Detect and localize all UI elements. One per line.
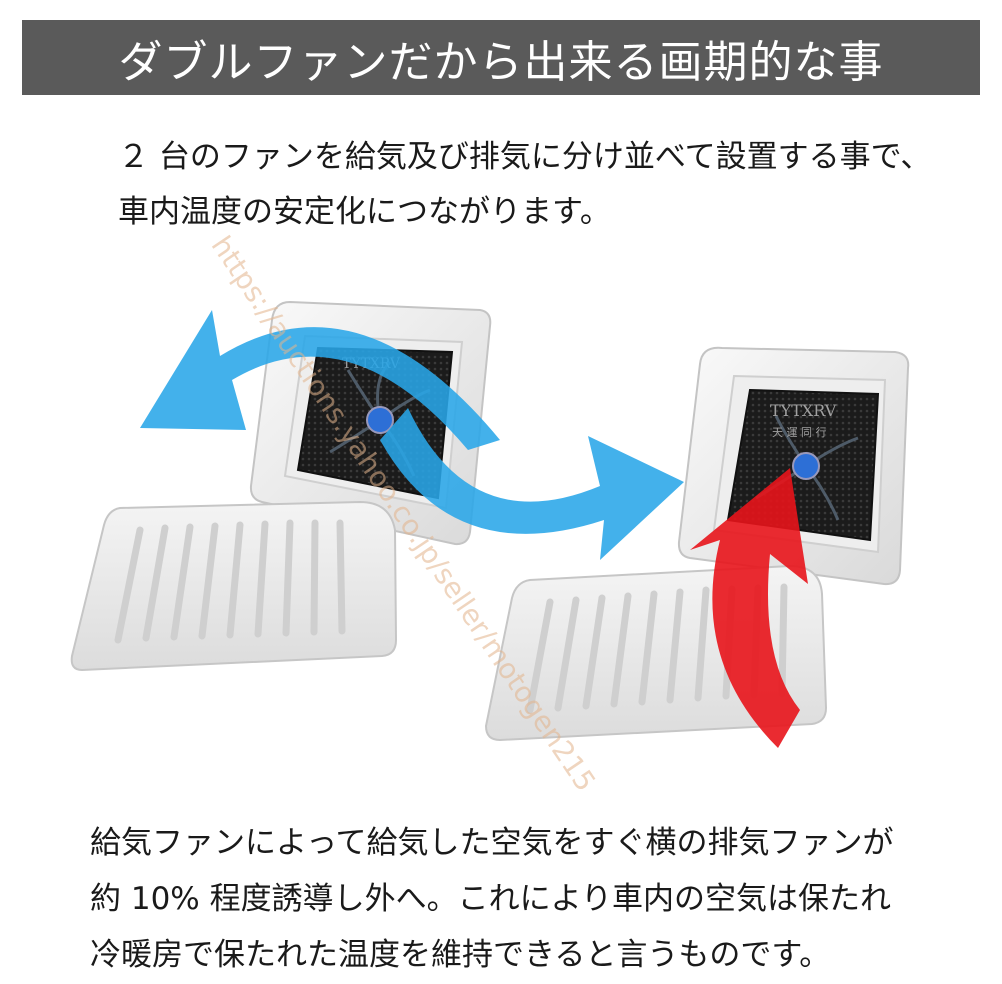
blue-flow-arrow-right bbox=[380, 408, 684, 560]
body-line-2: 約 10% 程度誘導し外へ。これにより車内の空気は保たれ bbox=[90, 881, 891, 917]
right-fan-brand-sub: 天 運 同 行 bbox=[772, 426, 827, 439]
left-vent-grill bbox=[70, 500, 398, 672]
blue-flow-arrow bbox=[140, 310, 500, 450]
right-fan-brand: TYTXRV bbox=[770, 401, 837, 420]
body-line-1: 給気ファンによって給気した空気をすぐ横の排気ファンが bbox=[90, 825, 894, 861]
intro-line-1: ２ 台のファンを給気及び排気に分け並べて設置する事で、 bbox=[118, 139, 932, 175]
intro-line-2: 車内温度の安定化につながります。 bbox=[118, 194, 611, 230]
title-banner: ダブルファンだから出来る画期的な事 bbox=[22, 20, 980, 95]
intro-paragraph: ２ 台のファンを給気及び排気に分け並べて設置する事で、 車内温度の安定化につなが… bbox=[118, 130, 958, 240]
body-paragraph: 給気ファンによって給気した空気をすぐ横の排気ファンが 約 10% 程度誘導し外へ… bbox=[90, 815, 970, 983]
dual-fan-illustration: TYTXRV TYTXRV 天 運 同 行 bbox=[70, 300, 910, 748]
body-line-3: 冷暖房で保たれた温度を維持できると言うものです。 bbox=[90, 937, 831, 973]
red-flow-arrow bbox=[690, 468, 808, 748]
right-fan-hub bbox=[792, 452, 820, 480]
left-fan-hub bbox=[366, 406, 394, 434]
page-title: ダブルファンだから出来る画期的な事 bbox=[118, 36, 884, 88]
